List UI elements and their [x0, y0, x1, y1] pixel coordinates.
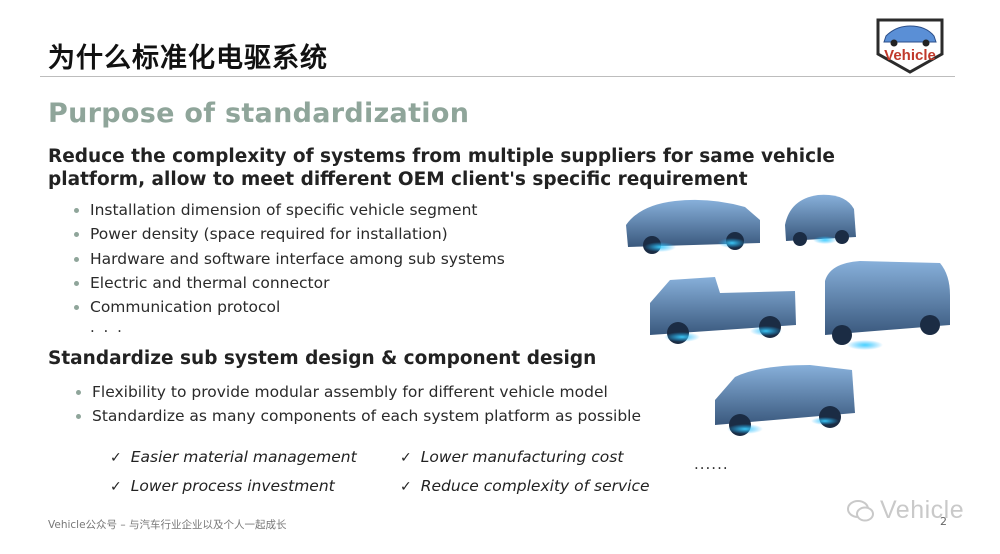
watermark: Vehicle	[846, 496, 964, 525]
check-icon: ✓	[110, 450, 122, 466]
check-icon: ✓	[110, 479, 122, 495]
list-item: Power density (space required for instal…	[74, 222, 505, 246]
wechat-icon	[847, 500, 874, 522]
benefit-item: ✓Lower manufacturing cost	[400, 448, 624, 466]
heading-standardize-design: Standardize sub system design & componen…	[48, 348, 597, 369]
vehicle-platform-illustration	[626, 194, 950, 436]
list-item: Standardize as many components of each s…	[76, 404, 641, 428]
page-number: 2	[940, 515, 947, 528]
benefit-item: ✓Reduce complexity of service	[400, 477, 650, 495]
list-item: Electric and thermal connector	[74, 271, 505, 295]
list-ellipsis: . . .	[90, 318, 124, 336]
design-list: Flexibility to provide modular assembly …	[76, 380, 641, 429]
heading-reduce-complexity: Reduce the complexity of systems from mu…	[48, 146, 835, 190]
section-subtitle: Purpose of standardization	[48, 98, 470, 129]
check-icon: ✓	[400, 479, 412, 495]
list-item: Communication protocol	[74, 295, 505, 319]
list-item: Flexibility to provide modular assembly …	[76, 380, 641, 404]
compact-car-illustration	[785, 194, 856, 246]
title-divider	[40, 76, 955, 77]
benefit-item: ✓Easier material management	[110, 448, 357, 466]
pickup-truck-illustration	[650, 277, 796, 344]
vehicle-logo: Vehicle	[876, 18, 944, 74]
check-icon: ✓	[400, 450, 412, 466]
more-ellipsis: ......	[694, 455, 729, 473]
sedan-illustration	[626, 199, 760, 254]
benefit-item: ✓Lower process investment	[110, 477, 335, 495]
list-item: Hardware and software interface among su…	[74, 247, 505, 271]
page-title: 为什么标准化电驱系统	[48, 43, 328, 74]
requirement-list: Installation dimension of specific vehic…	[74, 198, 505, 319]
footer-text: Vehicle公众号 – 与汽车行业企业以及个人一起成长	[48, 519, 287, 531]
list-item: Installation dimension of specific vehic…	[74, 198, 505, 222]
van-illustration	[825, 261, 950, 350]
logo-text: Vehicle	[884, 47, 936, 64]
suv-illustration	[715, 365, 855, 436]
